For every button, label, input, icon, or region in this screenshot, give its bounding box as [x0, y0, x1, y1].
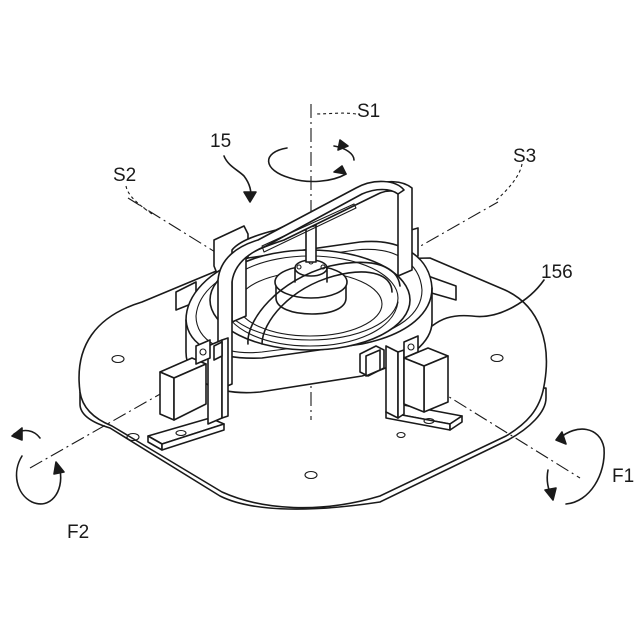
rotation-arrow-f1 [545, 429, 604, 504]
label-f2: F2 [67, 522, 89, 543]
label-s3: S3 [513, 146, 536, 167]
rotation-arrow-f2 [12, 428, 64, 504]
label-part-156: 156 [541, 262, 573, 283]
label-s2: S2 [113, 165, 136, 186]
label-s1: S1 [357, 101, 380, 122]
label-device-15: 15 [210, 131, 231, 152]
label-f1: F1 [612, 466, 634, 487]
